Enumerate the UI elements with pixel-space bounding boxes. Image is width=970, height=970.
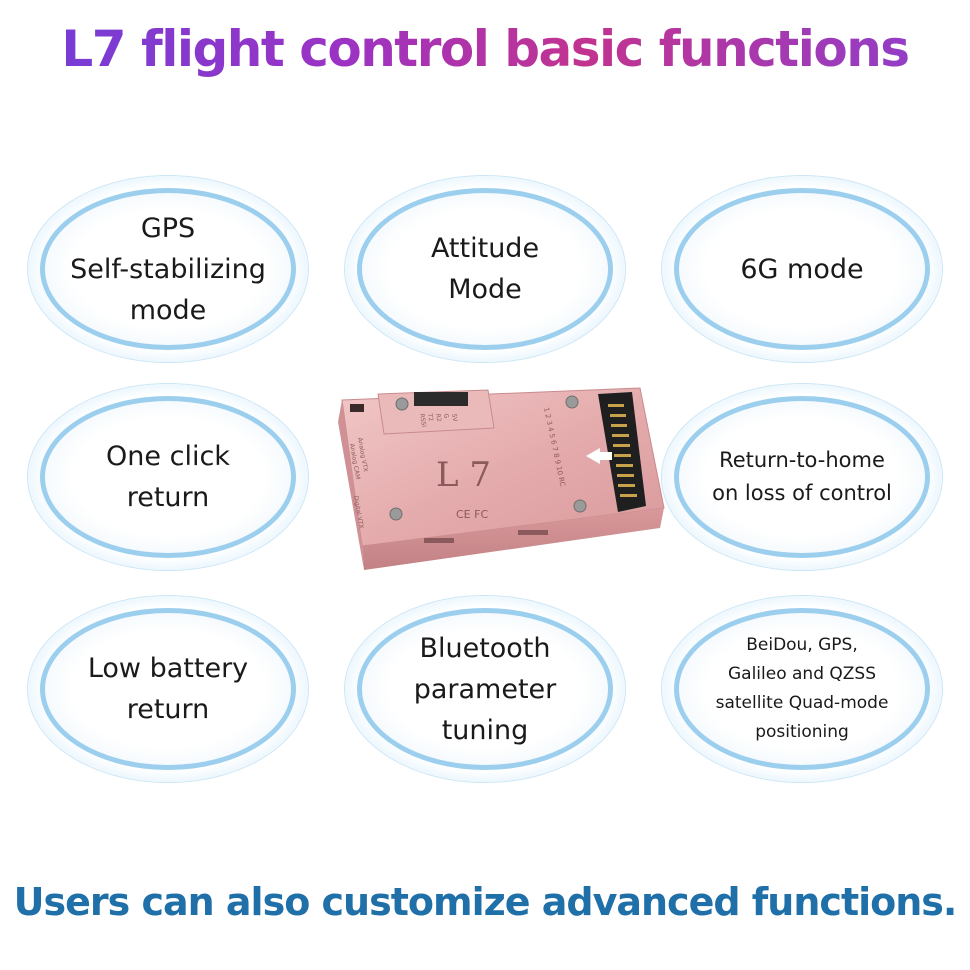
connector-label: R2 [434,413,442,422]
footer-text: Users can also customize advanced functi… [13,880,958,924]
feature-label: Return-to-home on loss of control [712,448,892,505]
pin-header-icon [598,392,646,512]
feature-label: One click return [106,441,230,513]
slot-icon [424,538,454,543]
feature-gps-self-stabilizing: GPS Self-stabilizing mode [28,176,308,362]
device-model: L 7 [436,455,491,495]
feature-label: 6G mode [740,253,864,285]
feature-bluetooth-parameter-tuning: Bluetooth parameter tuning [345,596,625,782]
feature-label: Low battery return [87,653,249,725]
feature-label: Bluetooth parameter tuning [413,632,557,746]
feature-label: Attitude Mode [430,233,540,305]
flight-controller-image: L 7 CE FC 1 2 3 4 5 6 7 8 9 10 RC Analog… [338,387,665,570]
feature-low-battery-return: Low battery return [28,596,308,782]
feature-quad-mode-positioning: BeiDou, GPS, Galileo and QZSS satellite … [662,596,942,782]
slot-icon [350,404,364,412]
page-title: L7 flight control basic functions [0,14,970,84]
connector-icon [414,392,468,406]
connector-label: G [442,413,450,419]
connector-label: 5V [450,413,458,423]
connector-label: RSSI [418,413,427,428]
screw-icon [573,499,587,513]
feature-one-click-return: One click return [28,384,308,570]
arrow-icon [586,448,612,464]
feature-label: GPS Self-stabilizing mode [70,212,266,326]
feature-6g-mode: 6G mode [662,176,942,362]
screw-icon [389,507,403,521]
feature-label: BeiDou, GPS, Galileo and QZSS satellite … [715,635,889,742]
feature-attitude-mode: Attitude Mode [345,176,625,362]
screw-icon [395,397,409,411]
device-marks: CE FC [456,508,488,521]
screw-icon [565,395,579,409]
connector-label: T2 [426,412,434,422]
slot-icon [518,530,548,535]
feature-return-to-home: Return-to-home on loss of control [662,384,942,570]
